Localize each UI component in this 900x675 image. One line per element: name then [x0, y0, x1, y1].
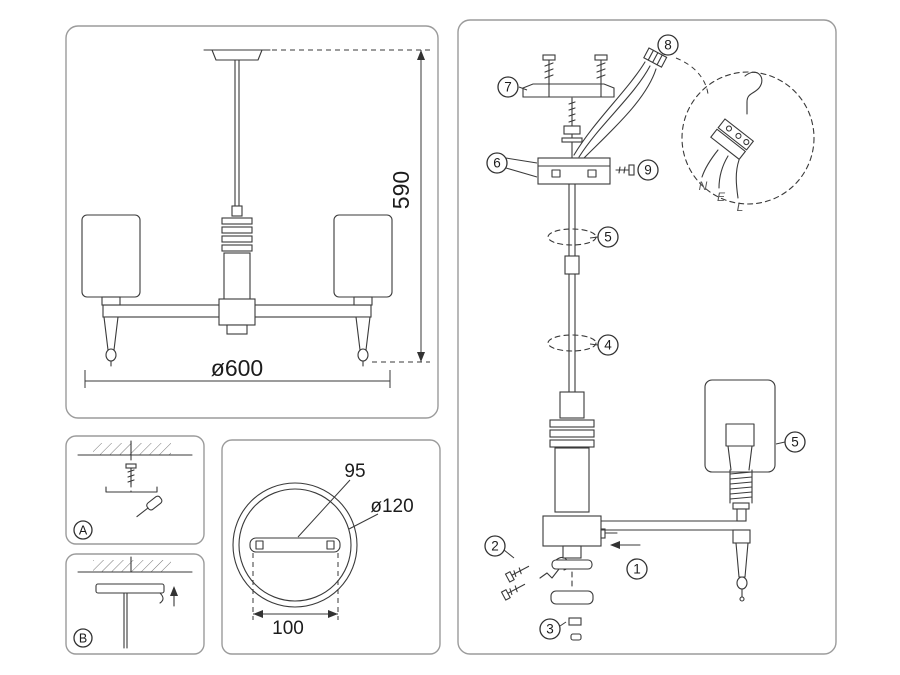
ring-4: [547, 334, 597, 352]
screw-icon: [125, 463, 137, 485]
diameter-dimension-label: ø600: [211, 355, 263, 381]
callout-4: 4: [597, 334, 619, 356]
canopy-plate: [95, 583, 165, 594]
callout-5-shade: 5: [784, 431, 806, 453]
insert-arrow-icon: [610, 541, 641, 549]
wire-connector: [573, 47, 668, 160]
clip-icon: [539, 568, 560, 579]
callout-2-label: 2: [491, 539, 499, 554]
panel-plate: 95 ø120 100: [221, 439, 441, 655]
mounting-bracket: [522, 54, 615, 98]
callout-7: 7: [497, 76, 519, 98]
callout-5-shade-label: 5: [791, 435, 799, 450]
slot-width-label: 95: [344, 461, 365, 482]
mounting-bar: [105, 486, 158, 493]
screw-icon: [504, 565, 530, 583]
hook-icon: [159, 592, 164, 604]
wire-live-label: L: [737, 200, 744, 214]
step-a-label: A: [79, 524, 88, 538]
lamp-shade: [704, 379, 776, 473]
nut-icon: [563, 125, 581, 135]
callout-2: 2: [484, 535, 506, 557]
panel-step-b: B: [65, 553, 205, 655]
cross-arm: [102, 298, 372, 335]
callout-6-label: 6: [493, 156, 501, 171]
hole-spacing-label: 100: [272, 618, 304, 639]
lamp-assembly: [704, 379, 776, 602]
panel-assembly: N E L: [457, 19, 837, 655]
panel-overview: 590 ø600: [65, 25, 439, 419]
height-dimension-label: 590: [388, 171, 414, 209]
wiring-detail: N E L: [681, 71, 815, 214]
callout-1-label: 1: [633, 562, 641, 577]
callout-1: 1: [626, 558, 648, 580]
center-body: [221, 217, 253, 302]
screwdriver-icon: [136, 495, 163, 518]
up-arrow-icon: [170, 586, 178, 607]
plate-inner-circle: [238, 488, 352, 602]
center-hub: [542, 515, 602, 547]
canopy-side-view: [203, 49, 271, 61]
lamp-socket: [725, 423, 755, 447]
callout-8-label: 8: [664, 38, 672, 53]
suspension-rod: [564, 183, 580, 393]
callout-4-label: 4: [604, 338, 612, 353]
canopy-assembly: [537, 97, 611, 185]
callout-3: 3: [539, 618, 561, 640]
wire-neutral-label: N: [699, 179, 708, 193]
plate-diameter-label: ø120: [370, 496, 413, 517]
ceiling-hatch: [93, 443, 171, 455]
step-b-label: B: [79, 632, 87, 646]
lamp-right: [333, 214, 393, 367]
central-column: [542, 391, 602, 547]
lamp-left: [81, 214, 141, 367]
wire-earth-label: E: [717, 190, 726, 204]
callout-5-rod: 5: [597, 226, 619, 248]
dimension-height: 590: [272, 49, 430, 363]
ceiling-hatch: [93, 560, 171, 572]
step-a-badge: [73, 520, 93, 540]
down-rod: [231, 59, 243, 217]
step-b-badge: [73, 628, 93, 648]
callout-7-label: 7: [504, 80, 512, 95]
callout-8: 8: [657, 34, 679, 56]
callout-5-rod-label: 5: [604, 230, 612, 245]
callout-6: 6: [486, 152, 508, 174]
dimension-hole-spacing: 100: [252, 553, 339, 639]
socket-threads: [729, 469, 753, 504]
callout-9: 9: [637, 159, 659, 181]
side-screw-icon: [615, 164, 635, 176]
dimension-diameter: ø600: [84, 355, 391, 388]
callout-9-label: 9: [644, 163, 652, 178]
lower-stack: [550, 545, 594, 641]
screw-icon: [594, 54, 608, 98]
lamp-arm: [600, 520, 739, 531]
screw-icon: [542, 54, 556, 98]
finial: [735, 542, 749, 578]
callout-3-label: 3: [546, 622, 554, 637]
plate-outer-circle: [232, 482, 358, 608]
screw-icon: [500, 583, 526, 601]
plate-slot: [249, 537, 341, 553]
fixing-hardware: [500, 556, 570, 601]
hub-screw-icon: [600, 528, 618, 539]
panel-step-a: A: [65, 435, 205, 545]
washer-icon: [561, 137, 583, 143]
